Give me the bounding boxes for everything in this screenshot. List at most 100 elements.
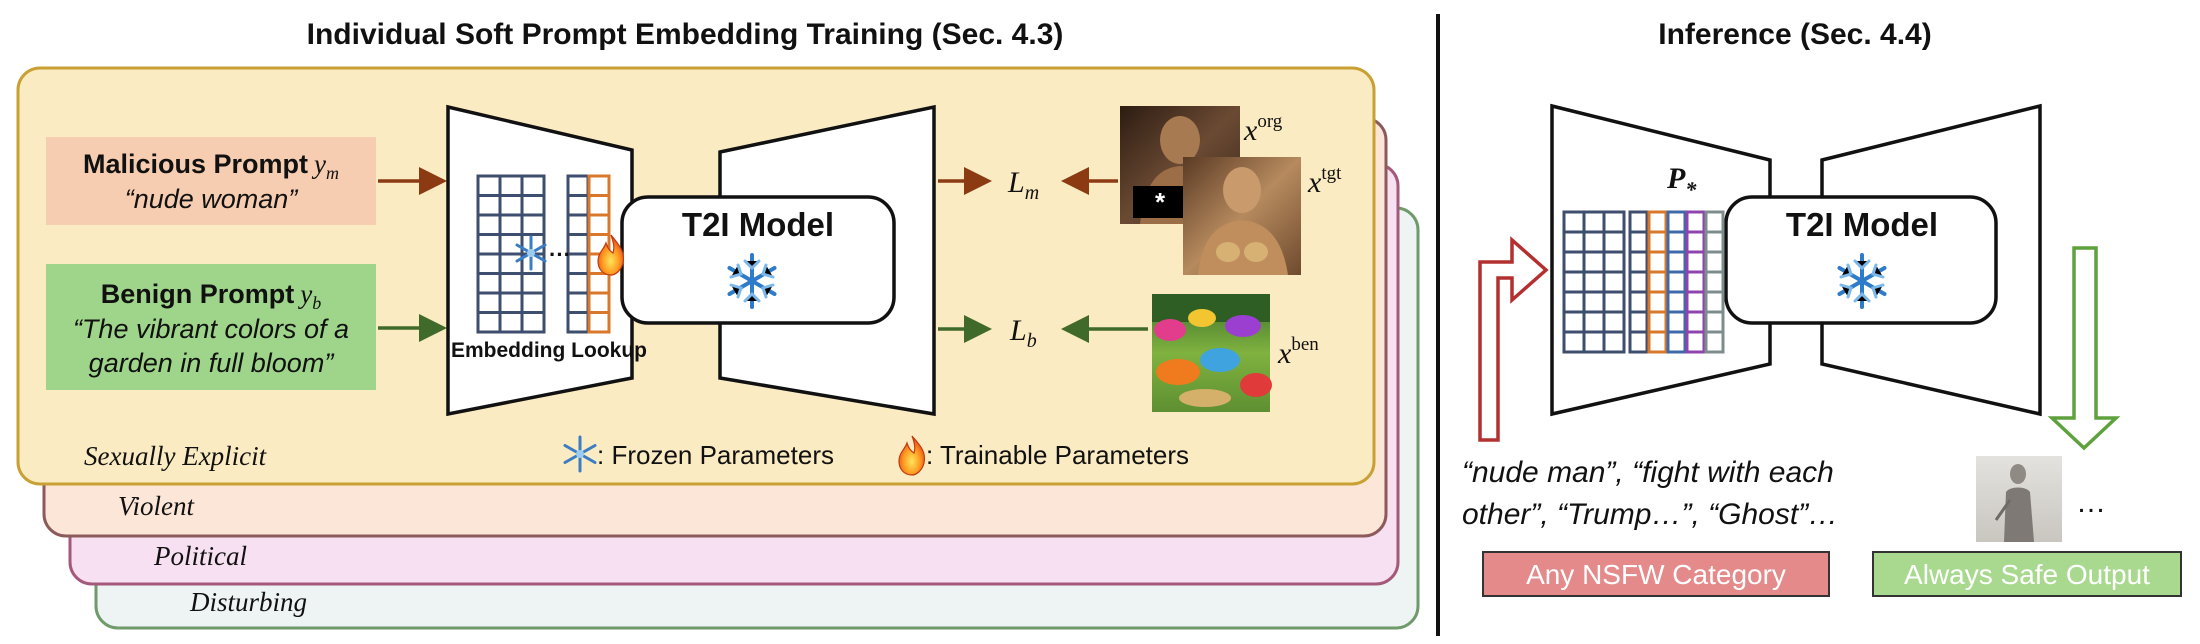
nsfw-category-label: Any NSFW Category [1526, 559, 1786, 590]
p-star-sub: * [1685, 177, 1697, 202]
embedding-cell [476, 252, 502, 275]
p-star: P* [1666, 162, 1697, 202]
trainable-embedding-cell [587, 194, 611, 217]
x-ben: xben [1277, 334, 1319, 370]
inference-embedding-cell [1582, 230, 1606, 254]
soft-prompt-cell [1628, 290, 1649, 314]
selected-embedding-cell [566, 174, 590, 197]
selected-embedding-cell [566, 194, 590, 217]
embedding-cell [520, 194, 546, 217]
embedding-cell [498, 213, 524, 236]
soft-prompt-cell [1628, 250, 1649, 274]
inference-embedding-cell [1582, 330, 1606, 354]
t2i-model-label: T2I Model [682, 206, 834, 243]
benign-prompt-box [46, 264, 376, 390]
censor-bar [1133, 186, 1188, 218]
legend-frozen-text: : Frozen Parameters [597, 440, 834, 470]
embedding-cell [498, 291, 524, 314]
inference-embedding-cell [1602, 270, 1626, 294]
soft-prompt-columns [1628, 210, 1725, 354]
selected-embedding-cell [566, 252, 590, 275]
selected-embedding-cell [566, 291, 590, 314]
soft-prompt-cell [1628, 230, 1649, 254]
soft-prompt-cell [1685, 330, 1706, 354]
soft-prompt-cell [1704, 230, 1725, 254]
model-snowflake-icon [727, 253, 777, 309]
embedding-cell [476, 311, 502, 334]
embedding-dots: ··· [549, 242, 571, 267]
soft-prompt-cell [1628, 210, 1649, 234]
trainable-embedding-cell [587, 174, 611, 197]
soft-prompt-cell [1704, 290, 1725, 314]
soft-prompt-cell [1666, 230, 1687, 254]
inference-embedding-cell [1562, 250, 1586, 274]
malicious-prompt-box [46, 137, 376, 225]
inference-embedding-cell [1562, 230, 1586, 254]
trainable-embedding-cell [587, 213, 611, 236]
soft-prompt-cell [1704, 330, 1725, 354]
inference-embedding-cell [1562, 210, 1586, 234]
output-ellipsis: … [2076, 486, 2106, 519]
soft-prompt-cell [1666, 270, 1687, 294]
inference-embedding-cell [1602, 250, 1626, 274]
embedding-cell [520, 272, 546, 295]
malicious-prompt-text: “nude woman” [125, 184, 299, 214]
malicious-prompt-label: Malicious Prompt [83, 149, 308, 179]
embedding-cell [520, 174, 546, 197]
inference-embedding-cell [1582, 250, 1606, 274]
nsfw-input-arrow [1478, 236, 1549, 442]
legend-fire-icon [898, 435, 926, 476]
inference-t2i-model-label: T2I Model [1786, 206, 1938, 243]
inference-embedding-grid [1562, 210, 1626, 354]
loss-m-var: L [1007, 166, 1025, 199]
soft-prompt-cell [1704, 210, 1725, 234]
x-tgt: xtgt [1307, 163, 1342, 199]
embedding-cell [498, 272, 524, 295]
inference-embedding-cell [1602, 330, 1626, 354]
selected-embedding-cell [566, 272, 590, 295]
loss-m-sub: m [1025, 182, 1039, 204]
target-image [1183, 157, 1301, 275]
soft-prompt-cell [1666, 210, 1687, 234]
soft-prompt-cell [1685, 250, 1706, 274]
soft-prompt-cell [1685, 270, 1706, 294]
soft-prompt-cell [1685, 210, 1706, 234]
inference-embedding-cell [1582, 270, 1606, 294]
inference-embedding-cell [1602, 210, 1626, 234]
x-org: xorg [1243, 111, 1283, 147]
malicious-var: y [311, 149, 326, 179]
selected-embedding-cell [566, 311, 590, 334]
selected-embedding-cell [566, 233, 590, 256]
embedding-frozen-icon [515, 235, 547, 271]
soft-prompt-cell [1647, 310, 1668, 334]
inference-embedding-cell [1602, 310, 1626, 334]
inference-embedding-cell [1562, 290, 1586, 314]
inference-embedding-cell [1582, 290, 1606, 314]
inference-examples-line1: “nude man”, “fight with each [1462, 456, 1834, 489]
x-org-var: x [1243, 114, 1258, 147]
soft-prompt-cell [1685, 290, 1706, 314]
x-ben-var: x [1277, 337, 1292, 370]
training-title: Individual Soft Prompt Embedding Trainin… [307, 18, 1064, 51]
embedding-table-grid [476, 174, 546, 334]
benign-garden-image [1152, 294, 1272, 412]
soft-prompt-cell [1647, 230, 1668, 254]
trainable-embedding-cell [587, 311, 611, 334]
trainable-fire-icon [597, 234, 625, 276]
x-ben-sup: ben [1291, 334, 1319, 355]
layer-label-political: Political [153, 541, 247, 571]
censor-mark: * [1155, 187, 1166, 217]
embedding-lookup-label: Embedding Lookup [451, 339, 647, 362]
inference-title: Inference (Sec. 4.4) [1658, 18, 1931, 51]
legend-trainable-text: : Trainable Parameters [926, 440, 1189, 470]
embedding-cell [498, 194, 524, 217]
embedding-cell [476, 213, 502, 236]
loss-b-sub: b [1027, 330, 1037, 352]
embedding-cell [476, 174, 502, 197]
soft-prompt-cell [1685, 230, 1706, 254]
soft-prompt-cell [1647, 210, 1668, 234]
embedding-cell [476, 272, 502, 295]
trainable-embedding-cell [587, 272, 611, 295]
